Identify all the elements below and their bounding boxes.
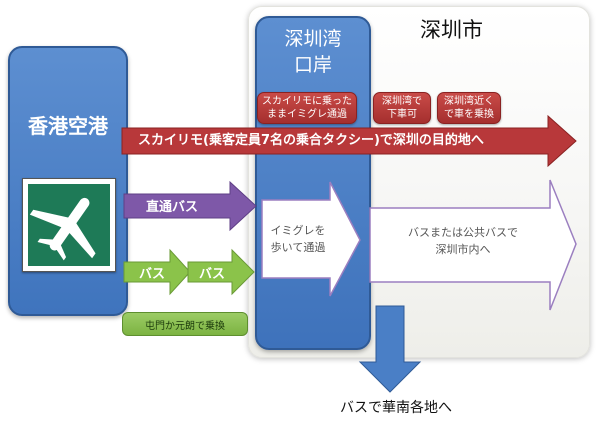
skylimo-immigration-note: スカイリモに乗った ままイミグレ通過: [257, 92, 357, 124]
walk-through-label: イミグレを 歩いて通過: [270, 224, 326, 254]
tuen-mun-transfer-note: 屯門か元朗で乗換: [122, 312, 248, 336]
south-china-label: バスで華南各地へ: [340, 400, 452, 416]
walk-through-arrow: [261, 181, 361, 297]
bus-label-2: バス: [198, 267, 225, 282]
port-title-line2: 口岸: [293, 54, 332, 76]
bus-label-1: バス: [138, 267, 165, 282]
skylimo-route-label: スカイリモ(乗客定員7名の乗合タクシー)で深圳の目的地へ: [138, 133, 484, 148]
transfer-near-bay-note: 深圳湾近く で車を乗換: [437, 92, 501, 124]
shenzhen-city-title: 深圳市: [420, 18, 483, 42]
skylimo-arrow: [121, 114, 577, 168]
shenzhen-bay-port-box: [255, 16, 371, 350]
port-title-line1: 深圳湾: [284, 28, 342, 50]
alight-shenzhen-bay-note: 深圳湾で 下車可: [373, 92, 431, 124]
hk-airport-title: 香港空港: [28, 114, 108, 138]
city-bus-label: バスまたは公共バスで 深圳市内へ: [408, 226, 518, 256]
airport-sign: [22, 178, 116, 272]
bus-arrow-1: [123, 248, 191, 296]
direct-bus-arrow: [123, 180, 257, 232]
south-china-arrow: [358, 305, 422, 393]
shenzhen-bay-port-title: 深圳湾 口岸: [255, 26, 371, 78]
city-bus-arrow: [369, 179, 577, 311]
direct-bus-label: 直通バス: [145, 200, 198, 215]
airplane-icon: [29, 197, 96, 261]
bus-arrow-2: [187, 248, 255, 296]
